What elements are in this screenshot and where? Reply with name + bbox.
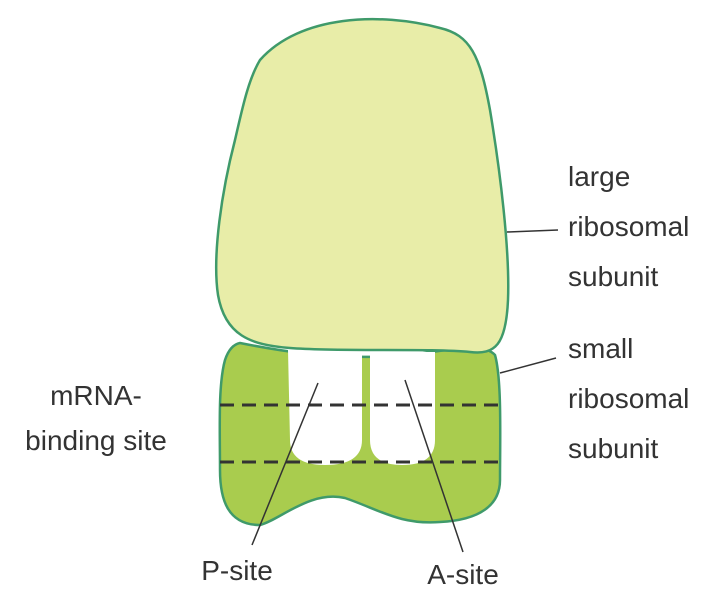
small-subunit-pointer — [500, 358, 556, 373]
small-subunit-label-line1: small — [568, 333, 633, 364]
mrna-binding-label-line1: mRNA- — [50, 380, 142, 411]
large-subunit-label-line1: large — [568, 161, 630, 192]
large-subunit-label-line3: subunit — [568, 261, 659, 292]
small-subunit-label-line3: subunit — [568, 433, 659, 464]
large-subunit-shape — [216, 19, 508, 352]
p-site-pocket — [288, 350, 362, 465]
p-site-label: P-site — [201, 555, 273, 586]
large-subunit-label-line2: ribosomal — [568, 211, 689, 242]
a-site-label: A-site — [427, 559, 499, 590]
mrna-binding-label-line2: binding site — [25, 425, 167, 456]
large-subunit-pointer — [507, 230, 558, 232]
a-site-pocket — [370, 352, 435, 465]
small-subunit-label-line2: ribosomal — [568, 383, 689, 414]
